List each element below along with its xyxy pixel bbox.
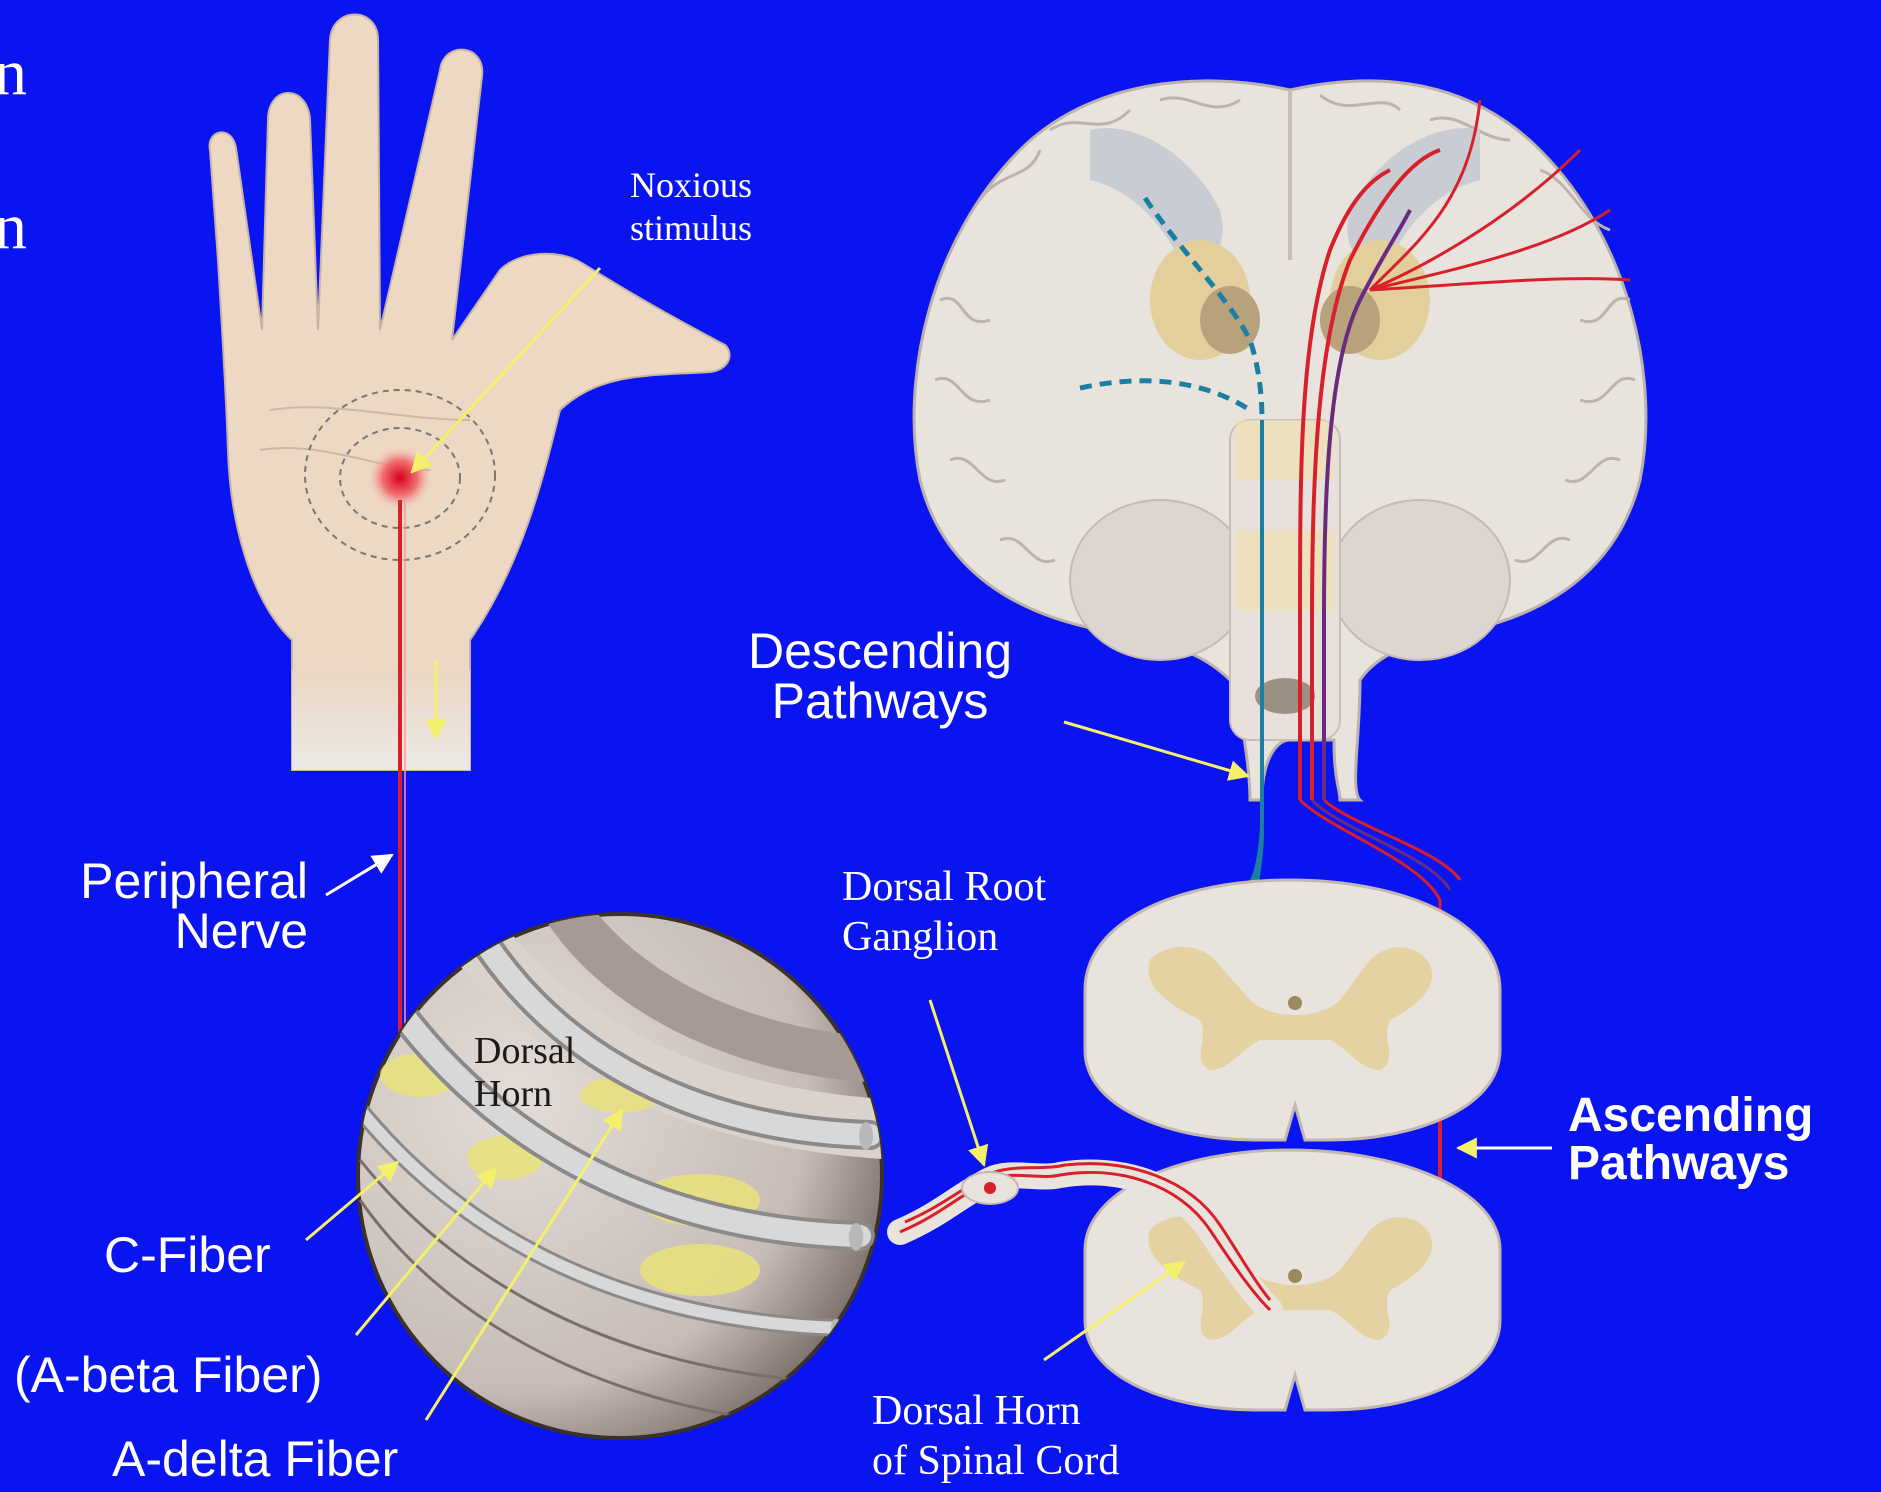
- label-noxious-stimulus-line-2: stimulus: [630, 207, 752, 250]
- label-dorsal-root-ganglion: Dorsal Root Ganglion: [842, 862, 1046, 963]
- label-descending-pathways-line-1: Descending: [730, 626, 1030, 676]
- label-ascending-pathways-line-1: Ascending: [1568, 1092, 1813, 1140]
- label-peripheral-nerve: Peripheral Nerve: [52, 856, 308, 956]
- label-peripheral-nerve-line-2: Nerve: [52, 906, 308, 956]
- spinal-cord-upper: [1085, 880, 1500, 1140]
- label-descending-pathways: Descending Pathways: [730, 626, 1030, 726]
- label-dorsal-horn-inset-line-2: Horn: [474, 1073, 575, 1116]
- label-noxious-stimulus-line-1: Noxious: [630, 164, 752, 207]
- label-dorsal-horn-spinal-cord-line-1: Dorsal Horn: [872, 1386, 1119, 1436]
- hand-silhouette: [210, 15, 730, 771]
- label-peripheral-nerve-line-1: Peripheral: [52, 856, 308, 906]
- label-dorsal-root-ganglion-line-2: Ganglion: [842, 912, 1046, 962]
- label-dorsal-horn-spinal-cord-line-2: of Spinal Cord: [872, 1436, 1119, 1486]
- label-ascending-pathways: Ascending Pathways: [1568, 1092, 1813, 1188]
- arrow-peripheral-nerve: [326, 855, 392, 895]
- label-a-delta-fiber: A-delta Fiber: [112, 1434, 398, 1484]
- label-noxious-stimulus: Noxious stimulus: [630, 164, 752, 250]
- edge-glyph-middle: n: [0, 194, 27, 260]
- wrist-band: [292, 670, 470, 770]
- label-dorsal-root-ganglion-line-1: Dorsal Root: [842, 862, 1046, 912]
- arrow-dorsal-root-ganglion: [930, 1000, 984, 1165]
- dorsal-horn-inset: [358, 900, 900, 1438]
- label-dorsal-horn-inset: Dorsal Horn: [474, 1030, 575, 1115]
- label-c-fiber: C-Fiber: [104, 1230, 271, 1280]
- arrow-descending-pathways: [1064, 722, 1248, 776]
- label-dorsal-horn-inset-line-1: Dorsal: [474, 1030, 575, 1073]
- label-dorsal-horn-spinal-cord: Dorsal Horn of Spinal Cord: [872, 1386, 1119, 1487]
- edge-glyph-top: n: [0, 40, 27, 106]
- label-ascending-pathways-line-2: Pathways: [1568, 1140, 1813, 1188]
- label-descending-pathways-line-2: Pathways: [730, 676, 1030, 726]
- label-a-beta-fiber: (A-beta Fiber): [14, 1350, 322, 1400]
